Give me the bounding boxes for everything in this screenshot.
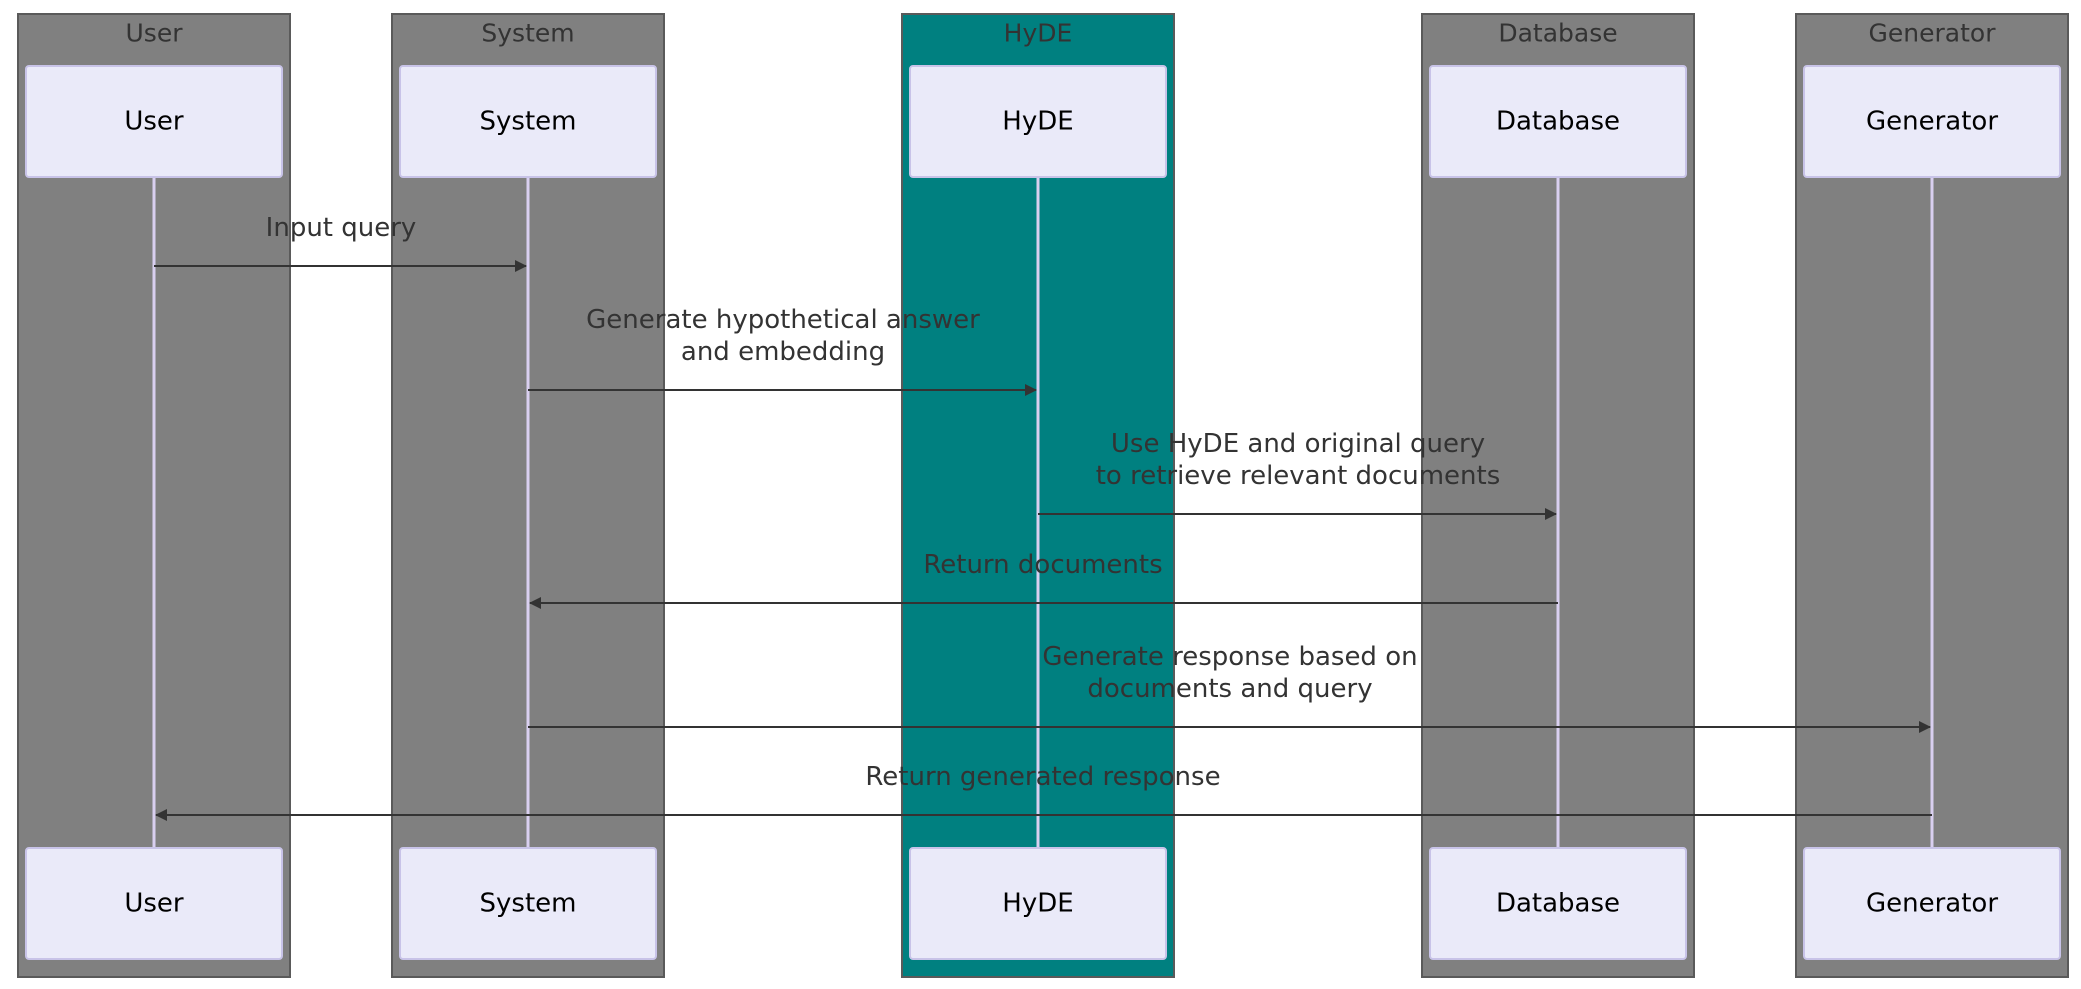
actor-label: Database <box>1496 889 1620 919</box>
message-label: Generate response based on <box>1042 642 1417 672</box>
actor-rect <box>909 847 1167 960</box>
message-label: Return generated response <box>865 762 1220 792</box>
actor-box-top-database[interactable]: Database <box>1429 65 1687 178</box>
actor-rect <box>1429 65 1687 178</box>
group-label-system: System <box>481 19 574 48</box>
participant-boxes: UserUserSystemSystemHyDEHyDEDatabaseData… <box>25 65 2061 960</box>
actor-label: Generator <box>1866 107 1998 137</box>
actor-box-top-hyde[interactable]: HyDE <box>909 65 1167 178</box>
actor-label: HyDE <box>1002 889 1073 919</box>
actor-box-bottom-hyde[interactable]: HyDE <box>909 847 1167 960</box>
actor-label: Generator <box>1866 889 1998 919</box>
actor-box-top-user[interactable]: User <box>25 65 283 178</box>
actor-box-bottom-database[interactable]: Database <box>1429 847 1687 960</box>
message-1-user-to-system: Input query <box>154 213 527 272</box>
actor-rect <box>25 65 283 178</box>
actor-rect <box>399 65 657 178</box>
actor-rect <box>25 847 283 960</box>
actor-box-bottom-user[interactable]: User <box>25 847 283 960</box>
message-label: and embedding <box>681 337 885 367</box>
group-label-user: User <box>126 19 184 48</box>
message-6-generator-to-user: Return generated response <box>155 762 1932 821</box>
actor-box-top-generator[interactable]: Generator <box>1803 65 2061 178</box>
actor-box-bottom-generator[interactable]: Generator <box>1803 847 2061 960</box>
group-label-database: Database <box>1498 19 1617 48</box>
actor-label: Database <box>1496 107 1620 137</box>
message-label: Use HyDE and original query <box>1111 429 1485 459</box>
actor-rect <box>1803 847 2061 960</box>
actor-label: HyDE <box>1002 107 1073 137</box>
group-label-generator: Generator <box>1869 19 1997 48</box>
actor-rect <box>909 65 1167 178</box>
group-label-hyde: HyDE <box>1004 19 1073 48</box>
message-label: to retrieve relevant documents <box>1096 461 1501 491</box>
actor-label: System <box>480 889 577 919</box>
message-4-database-to-system: Return documents <box>529 550 1558 609</box>
message-label: Generate hypothetical answer <box>586 305 980 335</box>
actor-rect <box>1803 65 2061 178</box>
message-label: documents and query <box>1087 674 1372 704</box>
message-label: Return documents <box>923 550 1162 580</box>
lifelines <box>152 177 1934 848</box>
actor-rect <box>399 847 657 960</box>
message-label: Input query <box>266 213 417 243</box>
actor-rect <box>1429 847 1687 960</box>
actor-box-top-system[interactable]: System <box>399 65 657 178</box>
actor-label: User <box>124 107 184 137</box>
actor-label: User <box>124 889 184 919</box>
actor-label: System <box>480 107 577 137</box>
actor-box-bottom-system[interactable]: System <box>399 847 657 960</box>
